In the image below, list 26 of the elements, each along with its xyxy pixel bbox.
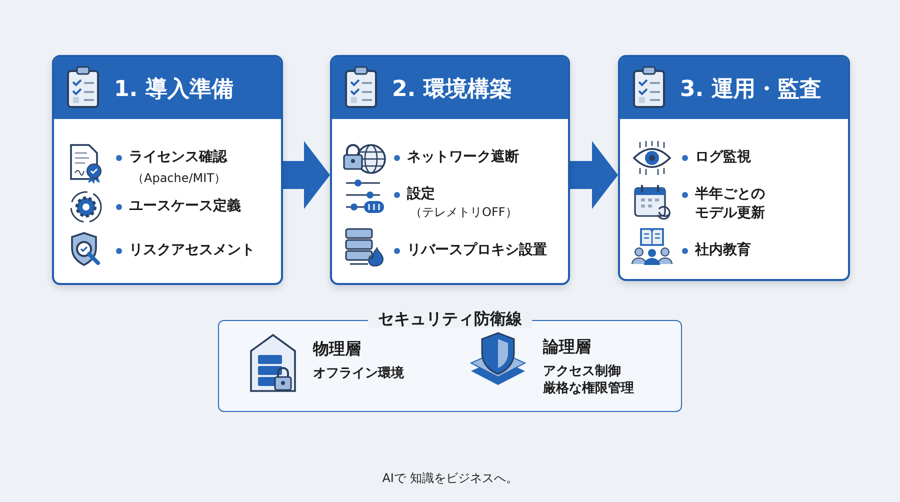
item-note: （テレメトリOFF） — [410, 204, 518, 220]
item-text: リスクアセスメント — [129, 241, 255, 260]
arrow — [283, 141, 330, 209]
step-card — [52, 55, 283, 285]
item-text: ユースケース定義 — [129, 197, 241, 216]
card-title: 1. 導入準備 — [114, 76, 234, 104]
step-card — [330, 55, 570, 285]
step-card — [618, 55, 850, 281]
layer-title: 物理層 — [313, 339, 361, 360]
tagline: AIで 知識をビジネスへ。 — [381, 470, 519, 487]
item-text: ログ監視 — [695, 148, 751, 167]
item-text: ネットワーク遮断 — [407, 148, 519, 167]
panel-title: セキュリティ防衛線 — [368, 309, 532, 328]
card-title: 3. 運用・監査 — [680, 76, 822, 104]
arrow — [570, 141, 618, 209]
item-text: リバースプロキシ設置 — [407, 241, 547, 260]
layer-title: 論理層 — [543, 337, 591, 358]
layer-text: 厳格な権限管理 — [543, 380, 634, 397]
layer-text: オフライン環境 — [313, 364, 404, 382]
layer-text: アクセス制御 — [543, 363, 621, 380]
item-text: 社内教育 — [695, 241, 751, 260]
card-title: 2. 環境構築 — [392, 76, 512, 104]
item-text: 設定 — [407, 185, 435, 204]
item-note: （Apache/MIT） — [132, 170, 226, 186]
item-text: 半年ごとのモデル更新 — [695, 185, 766, 223]
item-text: ライセンス確認 — [129, 148, 227, 167]
